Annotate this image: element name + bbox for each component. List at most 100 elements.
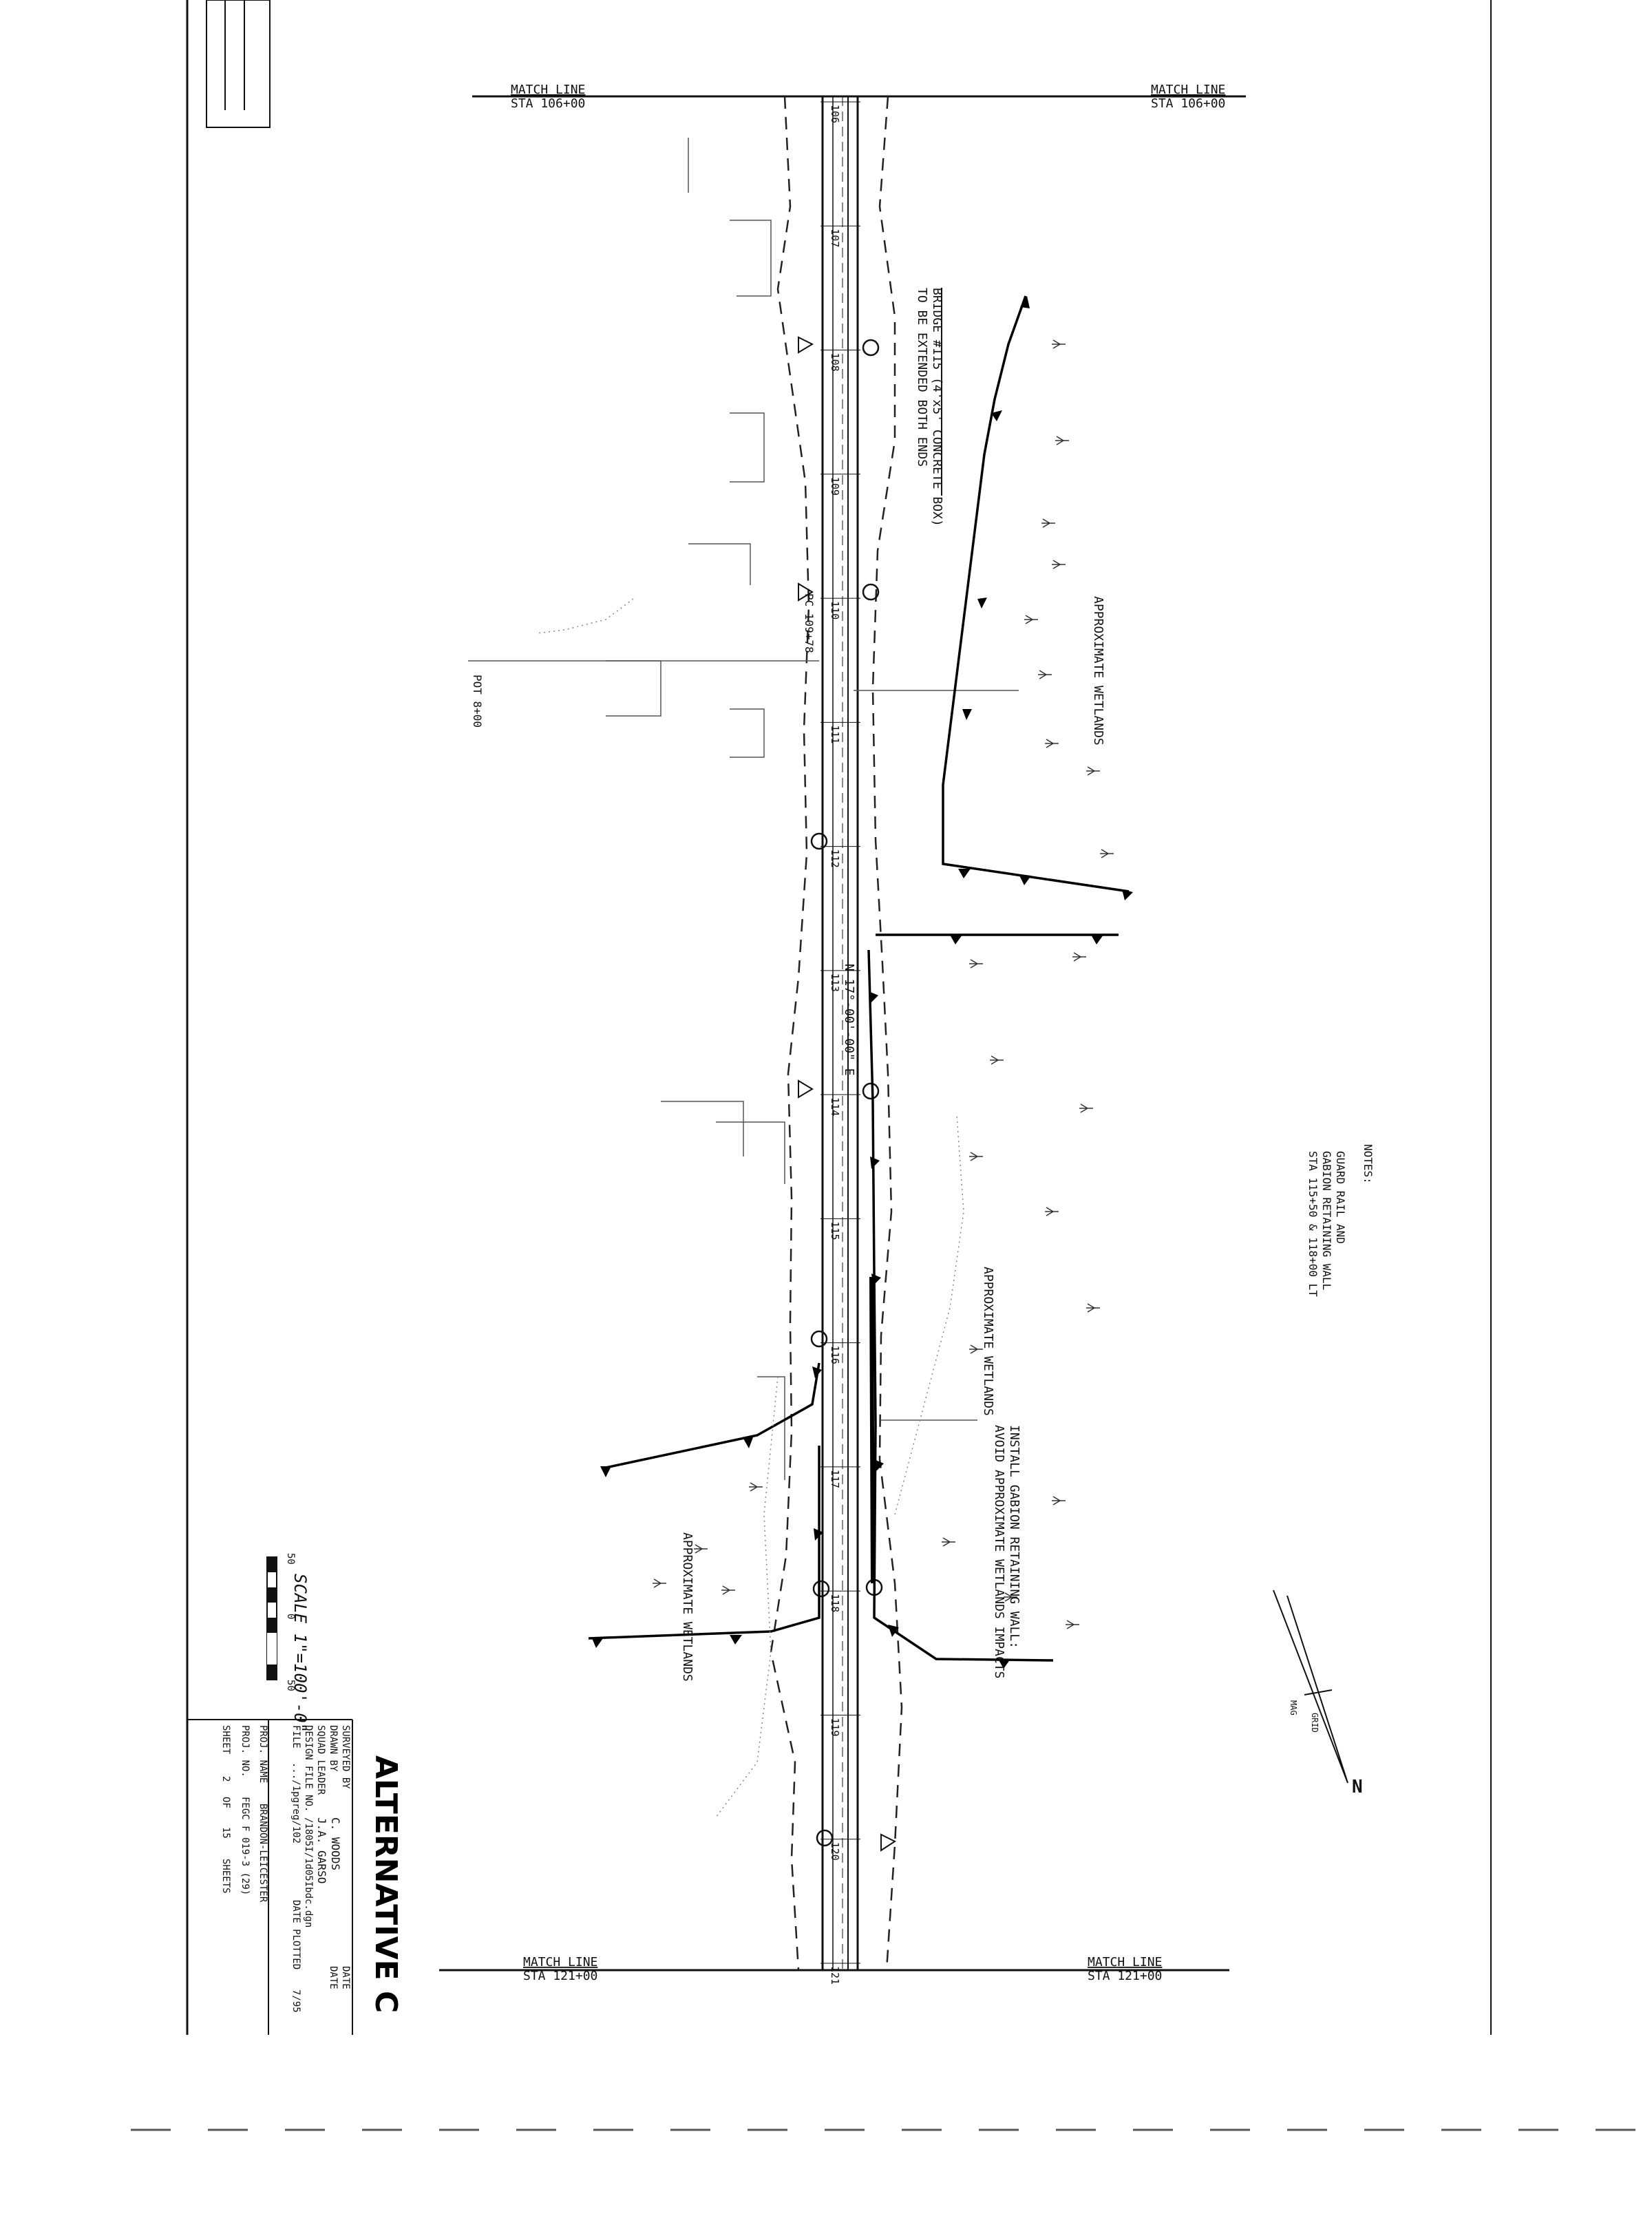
notes-line2: GABION RETAINING WALL xyxy=(1320,1151,1333,1290)
wetland-symbol xyxy=(990,1055,1004,1065)
station-label: 121 xyxy=(829,1966,841,1985)
design-file-value: /1805I/1d05Ibdc.dgn xyxy=(303,1817,314,1927)
scale-label: SCALE 1"=100'-0" xyxy=(290,1574,310,1733)
proj-no-label: PROJ. NO. xyxy=(240,1725,251,1777)
gabion-wall xyxy=(869,1276,875,1584)
proj-no-value: FEGC F 019-3 (29) xyxy=(240,1797,251,1895)
wetland-symbol xyxy=(1024,615,1038,624)
north-arrow-mag: MAG xyxy=(1289,1700,1298,1715)
scale-tick-mid: 0 xyxy=(285,1614,296,1619)
wetland-symbol xyxy=(694,1544,708,1554)
surveyed-date-label: DATE xyxy=(340,1966,351,1989)
sheet-number: 2 xyxy=(220,1776,231,1782)
scale-bar xyxy=(266,1556,277,1680)
match-line-bottom-right-label: MATCH LINE xyxy=(1088,1955,1162,1969)
station-label: 112 xyxy=(829,849,841,868)
roadway xyxy=(821,96,859,1970)
wetland-symbol xyxy=(1066,1620,1079,1629)
alignment-bearing: N 17°-00'-00" E xyxy=(842,964,856,1076)
station-label: 109 xyxy=(829,477,841,496)
wetland-boundary-upper xyxy=(942,295,1130,893)
wetlands-middle-label: APPROXIMATE WETLANDS xyxy=(981,1267,995,1416)
station-label: 106 xyxy=(829,105,841,123)
wetland-symbol xyxy=(1052,339,1066,349)
match-line-bottom-left-label: MATCH LINE xyxy=(523,1955,597,1969)
notes-line1: GUARD RAIL AND xyxy=(1334,1151,1347,1244)
station-label: 118 xyxy=(829,1594,841,1612)
station-label: 113 xyxy=(829,973,841,992)
sheet-label: SHEET xyxy=(220,1725,231,1755)
notes-line3: STA 115+50 & 118+00 LT xyxy=(1306,1151,1320,1297)
station-label: 114 xyxy=(829,1097,841,1116)
scale-tick-right: 50 xyxy=(285,1680,296,1691)
station-label: 111 xyxy=(829,725,841,743)
wetland-symbol xyxy=(1079,1103,1093,1113)
squad-leader-label: SQUAD LEADER xyxy=(315,1725,326,1795)
wetland-symbol xyxy=(1086,766,1100,776)
sheets-label: SHEETS xyxy=(220,1859,231,1894)
of-label: OF xyxy=(220,1797,231,1808)
wetland-symbol xyxy=(969,1344,983,1354)
squad-leader-value: J.A. GARSO xyxy=(315,1817,328,1883)
wetland-symbol xyxy=(1045,1207,1059,1216)
property-outlines xyxy=(468,138,1019,1480)
wetland-symbols xyxy=(653,339,1114,1629)
wetland-symbol xyxy=(1055,436,1069,445)
surveyed-by-label: SURVEYED BY xyxy=(340,1725,351,1789)
wetland-symbol xyxy=(1100,849,1114,858)
bridge-note-line1: BRIDGE #115 (4'x5' CONCRETE BOX) xyxy=(930,288,944,527)
file-label: FILE xyxy=(290,1725,301,1748)
bridge-note-line2: TO BE EXTENDED BOTH ENDS xyxy=(915,288,929,467)
wetland-symbol xyxy=(721,1585,735,1595)
drawn-by-value: C. WOODS xyxy=(329,1817,342,1870)
wetland-symbol xyxy=(1052,1496,1066,1505)
wetland-symbol xyxy=(942,1537,955,1547)
station-label: 117 xyxy=(829,1470,841,1488)
match-line-bottom-right-sta: STA 121+00 xyxy=(1088,1969,1162,1983)
station-label: 107 xyxy=(829,229,841,247)
wetland-symbol xyxy=(1041,518,1055,528)
right-of-way-lines xyxy=(770,96,903,1971)
dotted-contours xyxy=(536,598,964,1818)
title-block-title: ALTERNATIVE C xyxy=(368,1755,403,2013)
north-arrow-grid: GRID xyxy=(1310,1713,1320,1733)
match-line-bottom-left-sta: STA 121+00 xyxy=(523,1969,597,1983)
sheet-total: 15 xyxy=(220,1827,231,1839)
wetland-boundary-markers xyxy=(592,296,1133,1669)
sheet-border xyxy=(186,0,1492,2035)
station-labels: 1061071081091101111121131141151161171181… xyxy=(820,101,860,1985)
wetland-symbol xyxy=(749,1482,763,1492)
title-block-frame xyxy=(187,1719,353,2035)
gabion-note-line2: AVOID APPROXIMATE WETLANDS IMPACTS xyxy=(992,1425,1006,1678)
station-label: 119 xyxy=(829,1718,841,1736)
wetland-symbol xyxy=(1045,739,1059,748)
north-arrow-icon xyxy=(1273,1589,1348,1784)
station-label: 116 xyxy=(829,1346,841,1364)
match-line-top-left-label: MATCH LINE xyxy=(511,83,585,97)
wetland-boundary-middle xyxy=(867,933,1119,1662)
wetland-symbol xyxy=(969,1152,983,1161)
notes-heading: NOTES: xyxy=(1362,1144,1375,1184)
drawn-date-label: DATE xyxy=(328,1966,339,1989)
station-label: 110 xyxy=(829,601,841,620)
gabion-note-line1: INSTALL GABION RETAINING WALL: xyxy=(1007,1425,1021,1649)
match-line-top-right-sta: STA 106+00 xyxy=(1151,96,1225,111)
wetlands-lower-label: APPROXIMATE WETLANDS xyxy=(680,1532,695,1682)
north-arrow-letter: N xyxy=(1352,1777,1363,1797)
wetland-symbol xyxy=(1086,1303,1100,1313)
drawn-by-label: DRAWN BY xyxy=(328,1725,339,1772)
drainage-structures xyxy=(810,339,883,1847)
design-file-label: DESIGN FILE NO. xyxy=(303,1725,314,1812)
pot-label: POT 8+00 xyxy=(471,675,484,728)
station-label: 120 xyxy=(829,1842,841,1861)
wetland-symbol xyxy=(1004,1592,1017,1602)
curve-label: PC 109+78 xyxy=(803,593,816,653)
scale-tick-left: 50 xyxy=(285,1553,296,1565)
row-markers xyxy=(798,336,897,1852)
proj-name-value: BRANDON-LEICESTER xyxy=(257,1804,268,1903)
proj-name-label: PROJ. NAME xyxy=(257,1725,268,1783)
station-label: 108 xyxy=(829,353,841,372)
wetland-symbol xyxy=(969,959,983,969)
wetland-symbol xyxy=(1038,670,1052,679)
